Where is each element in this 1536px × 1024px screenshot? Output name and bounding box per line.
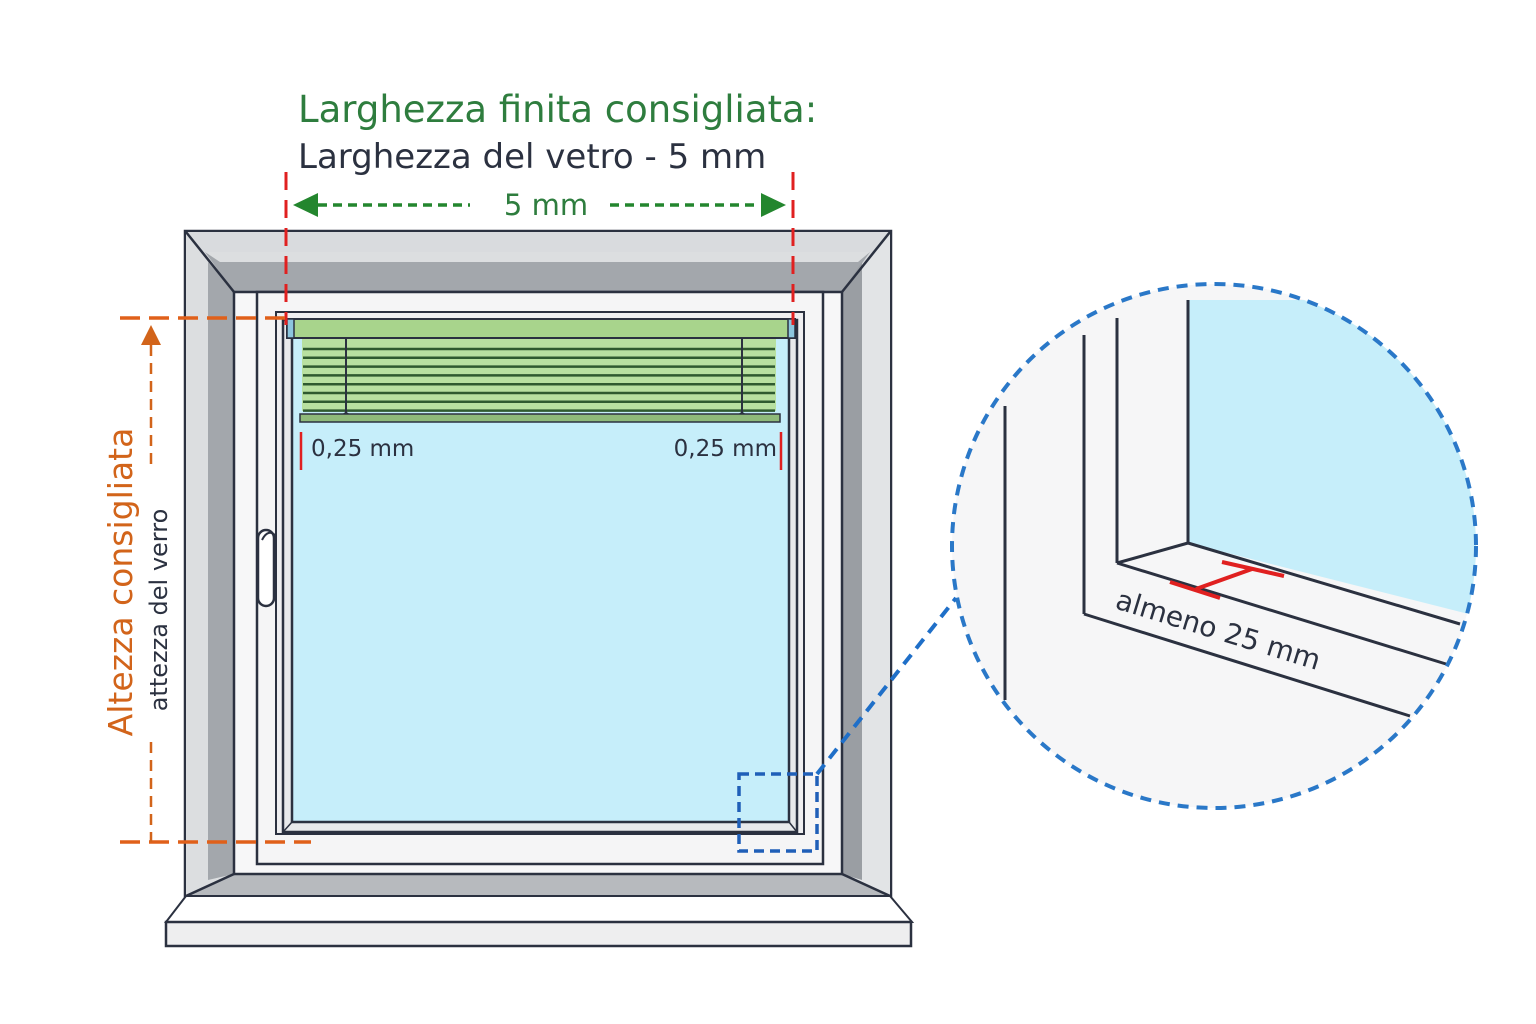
window-handle-icon bbox=[256, 528, 277, 608]
width-dimension: 5 mm bbox=[284, 172, 795, 325]
height-arrowhead-icon bbox=[141, 325, 161, 345]
min-depth-marker bbox=[1169, 560, 1285, 600]
blind-headrail bbox=[286, 318, 796, 339]
window-sill bbox=[163, 895, 915, 948]
title-line-2: Larghezza del vetro - 5 mm bbox=[298, 137, 766, 177]
detail-connector-line bbox=[815, 596, 958, 776]
height-primary-label: Altezza consigliata bbox=[101, 428, 140, 737]
height-dimension: Altezza consigliata attezza del verro bbox=[101, 316, 311, 844]
right-margin-label: 0,25 mm bbox=[674, 436, 777, 462]
detail-magnifier-circle: almeno 25 mm bbox=[950, 282, 1478, 810]
title-line-1: Larghezza finita consigliata: bbox=[298, 88, 817, 131]
glass-pane bbox=[290, 328, 791, 824]
detail-selection-box bbox=[737, 772, 819, 853]
arrowhead-left-icon bbox=[293, 193, 318, 217]
blind-bottom-rail bbox=[299, 413, 781, 423]
width-dimension-label: 5 mm bbox=[504, 188, 588, 222]
pleated-blind bbox=[286, 318, 796, 423]
left-margin-label: 0,25 mm bbox=[311, 436, 414, 462]
title-block: Larghezza finita consigliata: Larghezza … bbox=[298, 88, 817, 177]
height-secondary-label: attezza del verro bbox=[145, 509, 173, 712]
arrowhead-right-icon bbox=[761, 193, 786, 217]
